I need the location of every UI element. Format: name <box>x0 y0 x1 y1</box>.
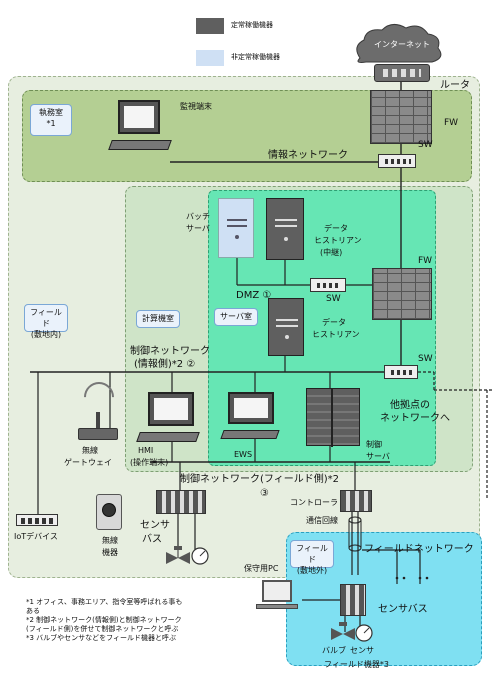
legend-active-label: 定常稼働機器 <box>231 21 273 29</box>
batch-server-label-1: バッチ <box>186 212 210 221</box>
wireless-device-label-2: 機器 <box>102 548 118 557</box>
footnote-line: *3 バルブやセンサなどをフィールド機器と呼ぶ <box>26 634 177 642</box>
sensor-bus-left-label-1: センサ <box>140 520 170 531</box>
hmi-label-2: (操作端末) <box>130 458 169 467</box>
controller-right-icon <box>340 490 372 512</box>
firewall-mid-icon <box>372 268 432 320</box>
control-network-field-label-1: 制御ネットワーク(フィールド側)*2 <box>180 474 339 485</box>
sensor-bus-left-label-2: バス <box>142 534 162 545</box>
field-offsite-label: フィールド (敷地外) <box>290 540 334 575</box>
hmi-monitor-icon <box>148 392 194 426</box>
field-devices-label: フィールド機器*3 <box>324 660 389 669</box>
historian-relay-label-2: ヒストリアン <box>314 236 362 245</box>
field-onsite-label: フィールド (敷地内) <box>24 304 68 339</box>
footnote-line: (フィールド側)を併せて制御ネットワークと呼ぶ <box>26 625 179 633</box>
switch-mid-label: SW <box>418 354 433 364</box>
legend-inactive-swatch <box>196 50 224 66</box>
switch-dmz-label: SW <box>326 294 341 304</box>
internet-label: インターネット <box>374 40 430 49</box>
comm-line-label: 通信回線 <box>306 516 338 525</box>
field-offsite-line1: フィールド <box>296 544 328 564</box>
monitor-terminal-label: 監視端末 <box>180 102 212 111</box>
maintenance-pc-label: 保守用PC <box>244 564 279 573</box>
historian-relay-label-3: (中継) <box>320 248 343 257</box>
wireless-gateway-label-1: 無線 <box>82 446 98 455</box>
historian-relay-icon <box>266 198 304 260</box>
sensor-label: センサ <box>350 646 374 655</box>
controller-left-icon <box>156 490 206 514</box>
maintenance-pc-icon <box>262 580 292 602</box>
ews-label: EWS <box>234 450 253 459</box>
footnote-line: *2 制御ネットワーク(情報側)と制御ネットワーク <box>26 616 182 624</box>
legend-inactive-label: 非定常稼働機器 <box>231 53 280 61</box>
server-room-label: サーバ室 <box>214 308 258 326</box>
computer-room-label: 計算機室 <box>136 310 180 328</box>
control-network-info-label-2: (情報側)*2 ② <box>134 359 196 370</box>
wireless-gateway-icon <box>96 412 100 428</box>
info-network-label: 情報ネットワーク <box>268 150 348 161</box>
office-title: 執務室 <box>39 108 63 117</box>
field-offsite-line2: (敷地外) <box>296 566 328 575</box>
control-server-rack-icon <box>306 388 360 447</box>
ews-keyboard-icon <box>220 430 280 439</box>
footnotes: *1 オフィス、事務エリア、指令室等呼ばれる事も ある *2 制御ネットワーク(… <box>26 598 182 643</box>
controller-label: コントローラ <box>290 498 338 507</box>
control-network-field-label-2: ③ <box>260 488 269 499</box>
offsite-controller-icon <box>340 584 366 616</box>
office-note: *1 <box>46 119 56 128</box>
field-onsite-line2: (敷地内) <box>30 330 62 339</box>
footnote-line: *1 オフィス、事務エリア、指令室等呼ばれる事も <box>26 598 183 606</box>
footnote-line: ある <box>26 607 40 615</box>
firewall-top-icon <box>370 90 432 144</box>
office-label: 執務室 *1 <box>30 104 72 136</box>
batch-server-icon <box>218 198 254 258</box>
control-server-label-2: サーバ <box>366 452 390 461</box>
switch-top-label: SW <box>418 140 433 150</box>
router-label: ルータ <box>440 80 470 91</box>
wireless-gateway-label-2: ゲートウェイ <box>64 458 112 467</box>
maintenance-pc-base <box>256 604 298 609</box>
iot-device-label: IoTデバイス <box>14 532 58 541</box>
historian-label-1: データ <box>322 318 346 327</box>
field-network-label: フィールドネットワーク <box>364 544 474 555</box>
firewall-mid-label: FW <box>418 256 433 266</box>
hmi-label-1: HMI <box>138 446 154 455</box>
historian-label-2: ヒストリアン <box>312 330 360 339</box>
other-site-label-1: 他拠点の <box>390 400 430 411</box>
legend-active-swatch <box>196 18 224 34</box>
router-icon <box>374 64 430 82</box>
switch-mid-icon <box>384 365 418 379</box>
firewall-top-label: FW <box>444 118 459 128</box>
wireless-device-icon <box>96 494 122 530</box>
control-network-info-label-1: 制御ネットワーク <box>130 346 210 357</box>
field-onsite-line1: フィールド <box>30 308 62 328</box>
wireless-device-label-1: 無線 <box>102 536 118 545</box>
monitor-terminal-keyboard <box>108 140 172 150</box>
batch-server-label-2: サーバ <box>186 224 210 233</box>
valve-label: バルブ <box>322 646 346 655</box>
ews-monitor-icon <box>228 392 274 424</box>
iot-device-icon <box>16 514 58 526</box>
wireless-gateway-body <box>78 428 118 440</box>
switch-top-icon <box>378 154 416 168</box>
control-server-label-1: 制御 <box>366 440 382 449</box>
historian-icon <box>268 298 304 356</box>
sensor-bus-right-label: センサバス <box>378 604 428 615</box>
dmz-label: DMZ ① <box>236 290 272 301</box>
switch-dmz-icon <box>310 278 346 292</box>
monitor-terminal-icon <box>118 100 160 134</box>
hmi-keyboard-icon <box>136 432 200 442</box>
historian-relay-label-1: データ <box>324 224 348 233</box>
other-site-label-2: ネットワークへ <box>380 413 450 424</box>
